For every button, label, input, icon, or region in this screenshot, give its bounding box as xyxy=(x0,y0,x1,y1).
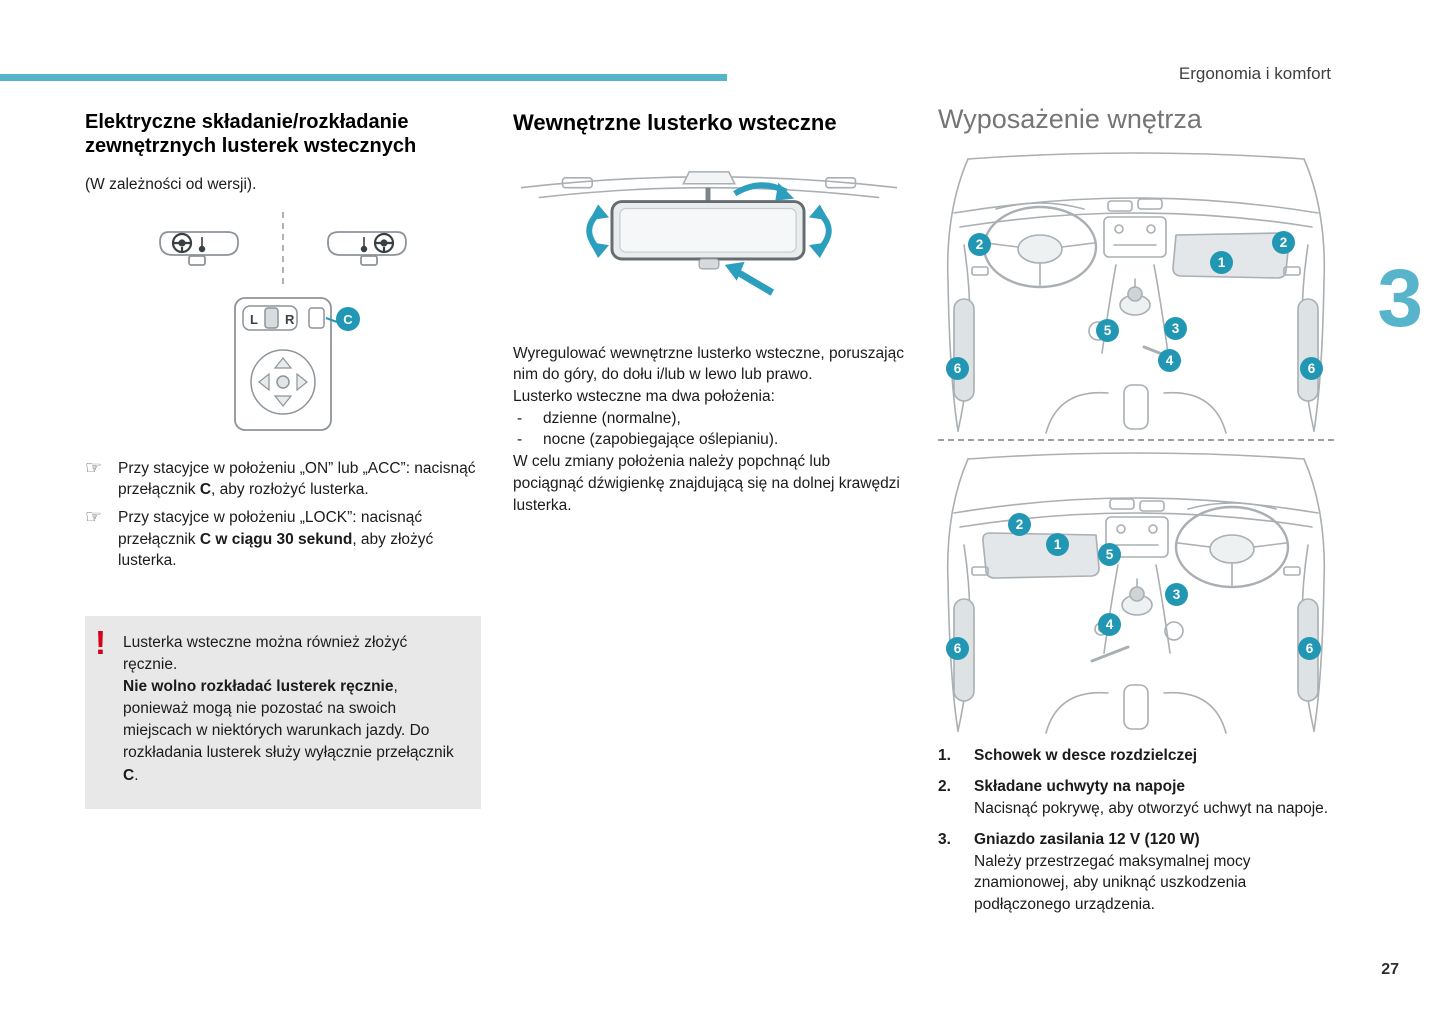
equipment-badge: 2 xyxy=(1272,231,1295,255)
equipment-badge: 1 xyxy=(1046,533,1069,557)
equipment-item: 2. Składane uchwyty na napoje Nacisnąć p… xyxy=(938,776,1334,820)
equipment-badge: 4 xyxy=(1158,349,1181,373)
pointing-hand-icon: ☞ xyxy=(85,507,103,529)
section-interior-mirror: Wewnętrzne lusterko wsteczne xyxy=(513,110,905,516)
paragraph: W celu zmiany położenia należy popchnąć … xyxy=(513,453,900,514)
warning-text: Lusterka wsteczne można również złożyć r… xyxy=(123,633,454,784)
equipment-item: 3. Gniazdo zasilania 12 V (120 W) Należy… xyxy=(938,829,1334,916)
interior-mirror-text: Wyregulować wewnętrzne lusterko wsteczne… xyxy=(513,343,905,517)
dashboard-diagram-lhd: 2 1 2 5 3 4 6 6 xyxy=(938,147,1334,435)
item-number: 1. xyxy=(938,747,951,765)
equipment-badge: 1 xyxy=(1210,251,1233,275)
mirror-switch-illustration: L R C xyxy=(85,206,481,454)
equipment-badge: 2 xyxy=(968,233,991,257)
item-body: Nacisnąć pokrywę, aby otworzyć uchwyt na… xyxy=(974,800,1329,818)
dashboard-diagram-rhd: 2 1 5 3 4 6 6 xyxy=(938,447,1334,735)
switch-label-l: L xyxy=(250,312,258,327)
equipment-badge: 5 xyxy=(1098,543,1121,567)
item-heading: Gniazdo zasilania 12 V (120 W) xyxy=(974,830,1200,848)
warning-exclamation-icon: ! xyxy=(95,623,106,661)
version-note: (W zależności od wersji). xyxy=(85,176,257,193)
page-number: 27 xyxy=(1381,961,1399,978)
section-exterior-mirrors: Elektryczne składanie/rozkładanie zewnęt… xyxy=(85,110,481,809)
instruction-text: Przy stacyjce w położeniu „ON” lub „ACC”… xyxy=(118,459,476,499)
paragraph: Lusterko wsteczne ma dwa położenia: xyxy=(513,388,775,406)
item-heading: Składane uchwyty na napoje xyxy=(974,777,1186,795)
dash-bullet: - xyxy=(517,431,523,449)
chapter-number: 3 xyxy=(1377,253,1423,344)
item-body: Należy przestrzegać maksymalnej mocy zna… xyxy=(974,852,1251,913)
list-item: - nocne (zapobiegające oślepianiu). xyxy=(513,429,905,451)
equipment-badge: 6 xyxy=(946,637,969,661)
equipment-badge: 4 xyxy=(1098,613,1121,637)
equipment-badge: 5 xyxy=(1096,319,1119,343)
equipment-badge: 3 xyxy=(1164,317,1187,341)
instruction-text: Przy stacyjce w położeniu „LOCK”: nacisn… xyxy=(118,509,434,570)
pointing-hand-icon: ☞ xyxy=(85,457,103,479)
rearview-mirror-illustration xyxy=(513,158,905,324)
item-number: 2. xyxy=(938,777,951,795)
switch-label-r: R xyxy=(285,312,295,327)
dashed-divider xyxy=(938,439,1334,442)
list-item: - dzienne (normalne), xyxy=(513,408,905,430)
dash-bullet: - xyxy=(517,409,523,427)
instruction-item: ☞ Przy stacyjce w położeniu „ON” lub „AC… xyxy=(85,458,481,501)
section-title-exterior-mirrors: Elektryczne składanie/rozkładanie zewnęt… xyxy=(85,111,417,157)
section-title-interior-mirror: Wewnętrzne lusterko wsteczne xyxy=(513,110,837,135)
section-title-interior-equipment: Wyposażenie wnętrza xyxy=(938,104,1202,134)
running-header: Ergonomia i komfort xyxy=(1178,64,1331,83)
paragraph: Wyregulować wewnętrzne lusterko wsteczne… xyxy=(513,344,904,384)
equipment-badge: 6 xyxy=(1298,637,1321,661)
chapter-color-bar xyxy=(0,74,727,81)
equipment-badge: 6 xyxy=(1300,357,1323,381)
instruction-item: ☞ Przy stacyjce w położeniu „LOCK”: naci… xyxy=(85,507,481,571)
equipment-badge: 2 xyxy=(1008,513,1031,537)
item-number: 3. xyxy=(938,830,951,848)
equipment-item: 1. Schowek w desce rozdzielczej xyxy=(938,745,1334,766)
equipment-badge: 6 xyxy=(946,357,969,381)
item-heading: Schowek w desce rozdzielczej xyxy=(974,747,1198,765)
section-interior-equipment: Wyposażenie wnętrza xyxy=(938,103,1334,924)
switch-label-c: C xyxy=(343,312,353,327)
warning-box: ! Lusterka wsteczne można również złożyć… xyxy=(85,615,481,809)
equipment-list: 1. Schowek w desce rozdzielczej 2. Skład… xyxy=(938,745,1334,915)
instruction-list: ☞ Przy stacyjce w położeniu „ON” lub „AC… xyxy=(85,458,481,572)
equipment-badge: 3 xyxy=(1165,583,1188,607)
